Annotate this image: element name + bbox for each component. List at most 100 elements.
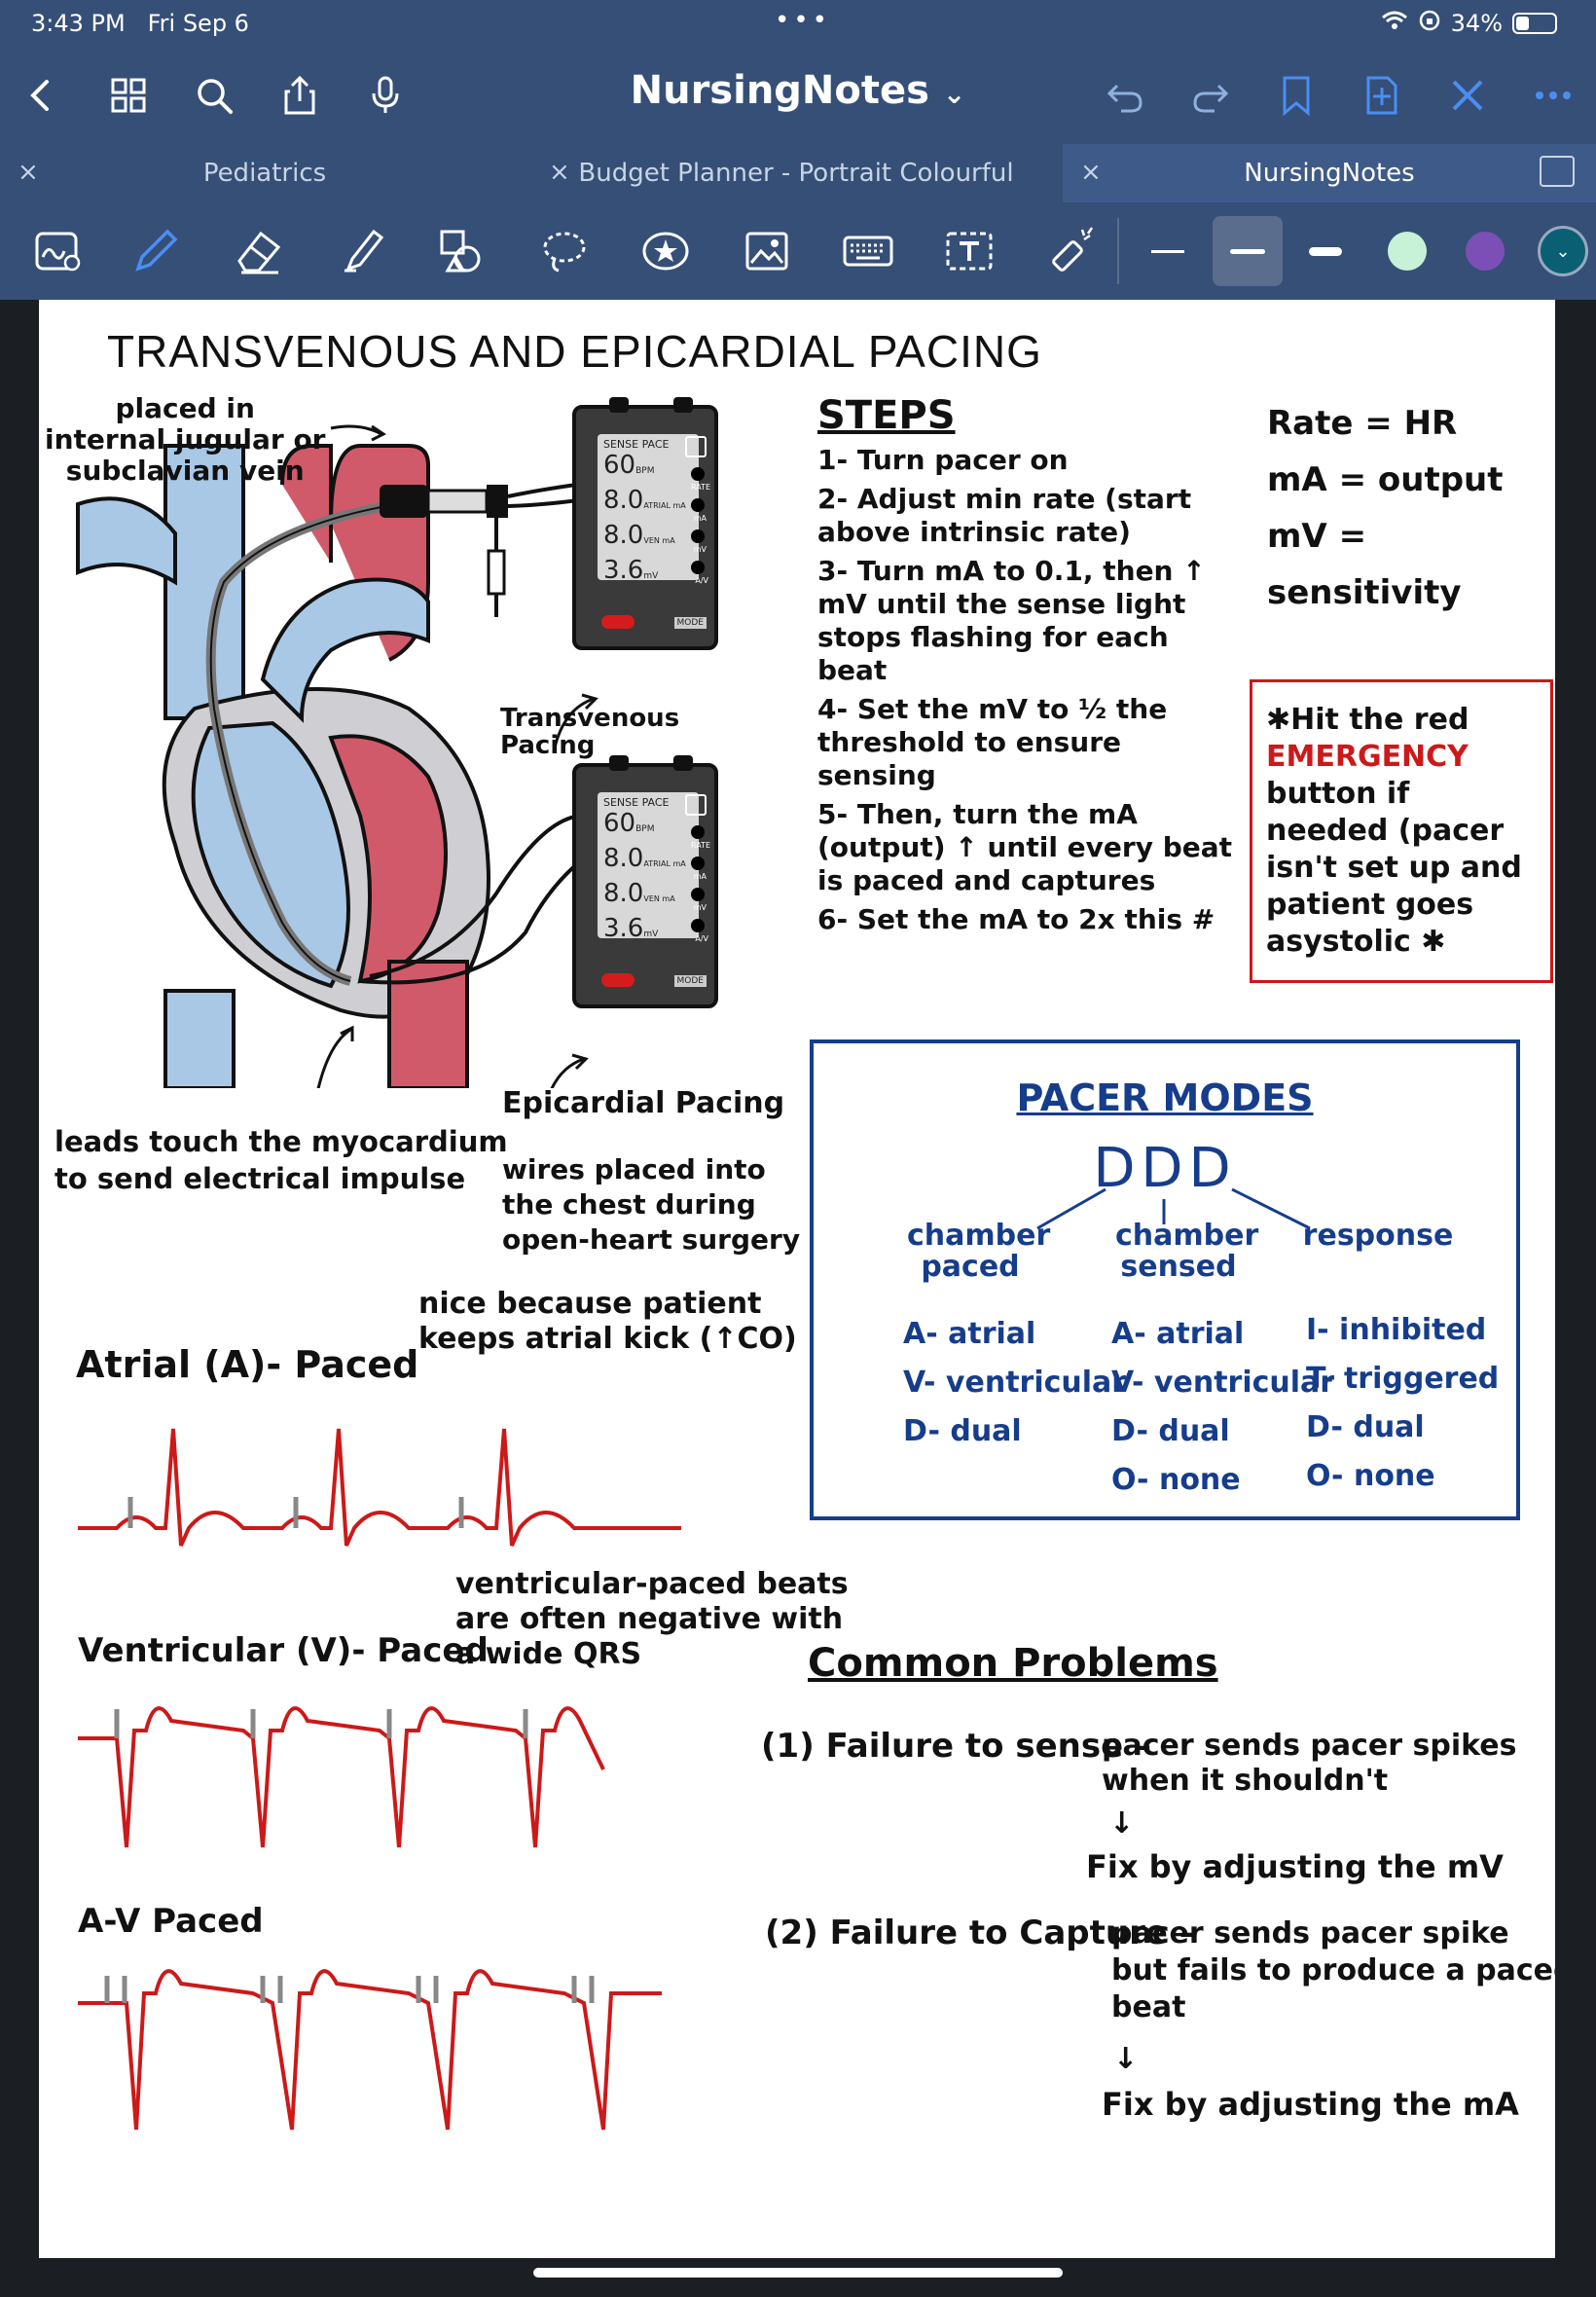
- highlighter-tool-icon[interactable]: [327, 216, 397, 286]
- bpm-value: 60: [603, 451, 636, 480]
- step-item: 4- Set the mV to ½ the threshold to ensu…: [817, 693, 1168, 791]
- mv-unit: mV: [643, 930, 659, 939]
- undo-icon[interactable]: [1096, 66, 1154, 125]
- mv-value: 3.6: [603, 914, 644, 943]
- ventricular-paced-label: Ventricular (V)- Paced: [78, 1631, 489, 1670]
- add-page-icon[interactable]: [1353, 66, 1411, 125]
- atrial-paced-label: Atrial (A)- Paced: [76, 1343, 419, 1386]
- note-canvas[interactable]: TRANSVENOUS AND EPICARDIAL PACING: [39, 300, 1555, 2258]
- rate-label: RATE: [690, 841, 710, 850]
- mode-option: V- ventricular: [1111, 1366, 1335, 1400]
- lasso-tool-icon[interactable]: [529, 216, 599, 286]
- power-icon: [685, 436, 707, 457]
- multitask-dots[interactable]: •••: [775, 6, 832, 35]
- ma-knob: [691, 857, 705, 870]
- lasso-write-icon[interactable]: [23, 216, 93, 286]
- color-swatch-purple[interactable]: [1466, 232, 1505, 271]
- image-tool-icon[interactable]: [732, 216, 802, 286]
- search-icon[interactable]: [185, 66, 243, 125]
- shapes-tool-icon[interactable]: [426, 216, 496, 286]
- mode-option: T- triggered: [1306, 1362, 1500, 1396]
- heart-diagram: [76, 424, 711, 1088]
- transvenous-label: Transvenous Pacing: [500, 704, 680, 760]
- stroke-thick-option[interactable]: [1290, 216, 1360, 286]
- close-tab-icon[interactable]: ×: [18, 158, 39, 187]
- mode-option: O- none: [1306, 1459, 1435, 1493]
- mode-option: D- dual: [1111, 1414, 1230, 1448]
- sense-label: SENSE: [603, 438, 639, 451]
- step-item: 2- Adjust min rate (start above intrinsi…: [817, 483, 1192, 548]
- color-swatch-mint[interactable]: [1388, 232, 1427, 271]
- mode-option: O- none: [1111, 1463, 1241, 1497]
- mv-label: mV: [693, 903, 707, 912]
- split-view-icon[interactable]: [1540, 156, 1575, 187]
- power-icon: [685, 794, 707, 816]
- pacer-modes-title: PACER MODES: [1016, 1076, 1314, 1119]
- home-indicator[interactable]: [533, 2268, 1063, 2278]
- share-icon[interactable]: [271, 66, 329, 125]
- atrial-value: 8.0: [603, 486, 644, 515]
- document-title[interactable]: NursingNotes ⌄: [630, 68, 966, 113]
- more-icon[interactable]: [1524, 66, 1582, 125]
- mode-option: D- dual: [903, 1414, 1022, 1448]
- step-item: 5- Then, turn the mA (output) ↑ until ev…: [817, 798, 1233, 896]
- mode-label: MODE: [673, 975, 707, 987]
- emergency-highlight: EMERGENCY: [1266, 740, 1469, 774]
- redo-icon[interactable]: [1181, 66, 1240, 125]
- grid-icon[interactable]: [99, 66, 158, 125]
- step-item: 1- Turn pacer on: [817, 444, 1069, 476]
- atrial-paced-note: nice because patient keeps atrial kick (…: [418, 1287, 797, 1356]
- problem-capture-description: pacer sends pacer spike but fails to pro…: [1111, 1916, 1555, 2024]
- mode-column-paced: A- atrial V- ventricular D- dual: [903, 1310, 1126, 1456]
- problem-sense-fix: Fix by adjusting the mV: [1086, 1848, 1504, 1885]
- stroke-thin-option[interactable]: [1133, 216, 1203, 286]
- close-tab-icon[interactable]: ×: [1080, 158, 1102, 187]
- color-swatch-teal-selected[interactable]: ⌄: [1538, 226, 1588, 276]
- mode-option: I- inhibited: [1306, 1313, 1487, 1347]
- title-bar: NursingNotes ⌄: [0, 47, 1596, 144]
- definitions: Rate = HR mA = output mV = sensitivity: [1267, 395, 1555, 621]
- back-icon[interactable]: [12, 66, 70, 125]
- mode-option: D- dual: [1306, 1410, 1425, 1444]
- step-item: 6- Set the mA to 2x this #: [817, 903, 1215, 935]
- ecg-strip-atrial: [78, 1428, 681, 1547]
- mv-value: 3.6: [603, 556, 644, 585]
- eraser-tool-icon[interactable]: [224, 216, 294, 286]
- close-tab-icon[interactable]: ×: [549, 158, 570, 187]
- ma-knob: [691, 498, 705, 512]
- mv-label: mV: [693, 545, 707, 554]
- battery-percent: 34%: [1450, 10, 1503, 37]
- av-knob: [691, 919, 705, 932]
- status-time: 3:43 PM Fri Sep 6: [31, 10, 249, 37]
- sticker-tool-icon[interactable]: [631, 216, 701, 286]
- emergency-prefix: ✱Hit the red: [1266, 703, 1469, 737]
- mode-option: V- ventricular: [903, 1366, 1127, 1400]
- tab-bar: × Pediatrics × Budget Planner - Portrait…: [0, 144, 1596, 202]
- close-icon[interactable]: [1438, 66, 1497, 125]
- pen-tool-icon[interactable]: [121, 216, 191, 286]
- mode-option: A- atrial: [1111, 1317, 1245, 1351]
- keyboard-tool-icon[interactable]: [833, 216, 903, 286]
- av-label: A/V: [695, 934, 708, 943]
- ecg-strip-av: [78, 1969, 662, 2131]
- microphone-icon[interactable]: [356, 66, 415, 125]
- pacer-modes-box: PACER MODES DDD chamber paced chamber se…: [810, 1039, 1520, 1520]
- tab-budget-planner[interactable]: × Budget Planner - Portrait Colourful: [549, 158, 1014, 188]
- toolbar-divider: [1117, 218, 1119, 284]
- av-knob: [691, 561, 705, 574]
- bpm-value: 60: [603, 809, 636, 838]
- ven-value: 8.0: [603, 879, 644, 908]
- tab-pediatrics[interactable]: × Pediatrics: [18, 158, 327, 188]
- bookmark-icon[interactable]: [1267, 66, 1325, 125]
- problem-capture-fix: Fix by adjusting the mA: [1102, 2086, 1519, 2123]
- pace-label: PACE: [641, 438, 670, 451]
- column-heading-response: response: [1302, 1219, 1454, 1253]
- stroke-medium-option[interactable]: [1213, 216, 1283, 286]
- laser-pointer-icon[interactable]: [1035, 216, 1106, 286]
- steps-title: STEPS: [817, 393, 956, 438]
- text-box-tool-icon[interactable]: [934, 216, 1004, 286]
- ventricular-paced-note: ventricular-paced beats are often negati…: [455, 1567, 849, 1671]
- tab-nursingnotes[interactable]: × NursingNotes: [1063, 144, 1596, 202]
- ven-unit: VEN mA: [643, 894, 675, 903]
- bpm-unit: BPM: [635, 824, 655, 834]
